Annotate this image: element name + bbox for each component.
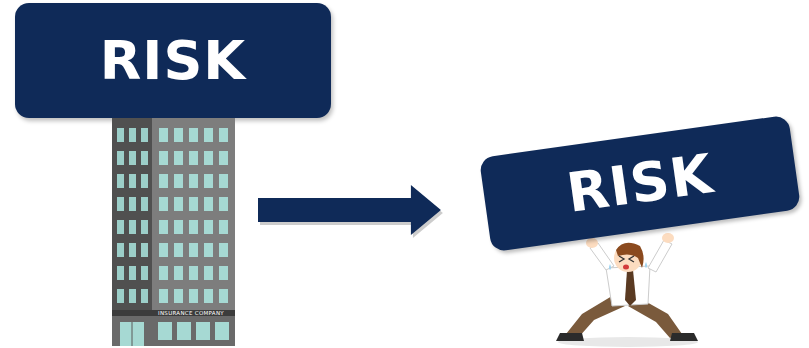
insurance-building: INSURANCE COMPANY (112, 118, 235, 346)
window (204, 243, 213, 257)
window (129, 220, 136, 234)
window (219, 220, 228, 234)
window (177, 322, 191, 340)
window (159, 174, 168, 188)
window (159, 197, 168, 211)
window (141, 151, 148, 165)
window (189, 128, 198, 142)
window (141, 174, 148, 188)
window (117, 289, 124, 303)
window (117, 266, 124, 280)
illustration-part (629, 256, 634, 262)
illustration-part (609, 264, 611, 270)
window (174, 243, 183, 257)
window (204, 197, 213, 211)
window (129, 197, 136, 211)
sign-band (112, 310, 235, 316)
window (159, 220, 168, 234)
window (117, 174, 124, 188)
head (609, 243, 647, 272)
window (141, 289, 148, 303)
risk-box: RISK (15, 3, 331, 118)
illustration-part (648, 240, 672, 272)
window (174, 197, 183, 211)
block-arrow (258, 185, 443, 238)
company-sign: INSURANCE COMPANY (158, 310, 224, 316)
window (196, 322, 210, 340)
window (141, 243, 148, 257)
window (158, 322, 172, 340)
window (204, 174, 213, 188)
tower-right (152, 118, 235, 346)
window (189, 174, 198, 188)
window (129, 174, 136, 188)
window (219, 174, 228, 188)
window (129, 128, 136, 142)
window (141, 197, 148, 211)
window (189, 151, 198, 165)
window (129, 151, 136, 165)
illustration-part (619, 256, 624, 262)
window (159, 266, 168, 280)
window (204, 266, 213, 280)
window (189, 243, 198, 257)
window (117, 197, 124, 211)
illustration-part (625, 270, 636, 306)
window (159, 243, 168, 257)
window (159, 289, 168, 303)
window (117, 243, 124, 257)
door-line (132, 322, 133, 346)
illustration-part (616, 243, 644, 268)
window (189, 289, 198, 303)
window (174, 128, 183, 142)
illustration-part (662, 233, 674, 243)
window (174, 266, 183, 280)
window (189, 197, 198, 211)
window (117, 128, 124, 142)
window (117, 151, 124, 165)
window (129, 243, 136, 257)
window (204, 151, 213, 165)
arrow-body (258, 185, 441, 235)
window (117, 220, 124, 234)
window (129, 266, 136, 280)
window (159, 128, 168, 142)
illustration-part (670, 333, 698, 341)
window (219, 266, 228, 280)
window (204, 220, 213, 234)
window (219, 243, 228, 257)
window (189, 266, 198, 280)
window (219, 197, 228, 211)
window (189, 220, 198, 234)
illustration-part (586, 238, 598, 248)
window (129, 289, 136, 303)
window (219, 289, 228, 303)
window (174, 174, 183, 188)
illustration-part (645, 262, 647, 268)
window (174, 289, 183, 303)
illustration-part (556, 333, 584, 341)
arms (586, 233, 674, 272)
window (219, 128, 228, 142)
window (174, 220, 183, 234)
window (141, 128, 148, 142)
ground-floor (112, 316, 235, 346)
illustration-part (623, 265, 629, 270)
window (159, 151, 168, 165)
window (174, 151, 183, 165)
door (120, 322, 144, 346)
window (215, 322, 229, 340)
window (141, 266, 148, 280)
window (141, 220, 148, 234)
window (204, 289, 213, 303)
box-label: RISK (100, 29, 246, 92)
window (204, 128, 213, 142)
window (219, 151, 228, 165)
risk-box: RISK (479, 115, 801, 252)
box-label: RISK (563, 142, 717, 225)
